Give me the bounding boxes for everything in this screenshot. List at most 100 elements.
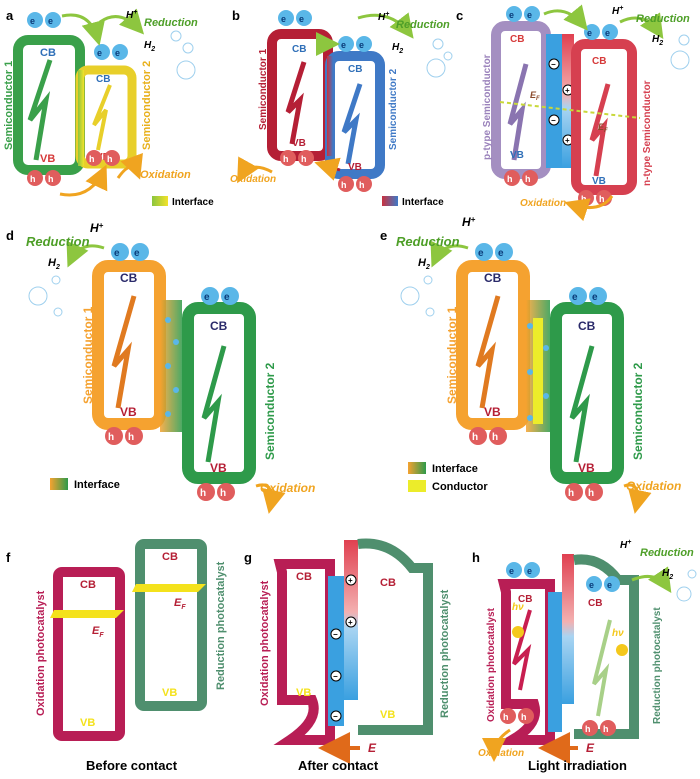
svg-text:h: h xyxy=(359,180,365,190)
vb-label: VB xyxy=(348,162,362,173)
svg-text:e: e xyxy=(592,292,598,303)
excitation-arrow xyxy=(201,345,227,463)
semiconductor-2-label: Semiconductor 2 xyxy=(141,61,153,150)
interface-legend-label: Interface xyxy=(172,197,214,208)
electron: e xyxy=(296,10,312,26)
svg-text:h: h xyxy=(472,432,478,443)
electric-field-label: E xyxy=(368,741,377,755)
svg-text:h: h xyxy=(503,712,509,722)
svg-text:e: e xyxy=(134,248,140,259)
panel-e: e CB VB CB VB Semiconductor 1 Semiconduc… xyxy=(380,215,681,514)
hole: h xyxy=(585,483,603,501)
oxidation-catalyst-band xyxy=(493,579,555,745)
reduction-arrow xyxy=(619,12,664,39)
oxidation-catalyst-frame xyxy=(53,567,125,741)
svg-text:h: h xyxy=(585,724,591,734)
svg-text:e: e xyxy=(30,16,35,26)
positive-charge: + xyxy=(562,134,574,146)
electron: e xyxy=(524,6,540,22)
cb-label: CB xyxy=(296,571,312,583)
hole: h xyxy=(27,170,43,186)
electron: e xyxy=(27,12,43,28)
electron-dot xyxy=(527,415,533,421)
interface-legend-swatch xyxy=(408,462,426,474)
semiconductor-1-label: Semiconductor 1 xyxy=(3,61,15,150)
excitation-arrow xyxy=(285,61,307,145)
after-contact-caption: After contact xyxy=(298,758,379,773)
negative-charge: − xyxy=(548,114,560,126)
fermi-level-label: EF xyxy=(598,122,608,134)
h2-label: H2 xyxy=(48,257,60,271)
bubble xyxy=(676,586,692,602)
cb-label: CB xyxy=(210,319,228,333)
panel-label-g: g xyxy=(244,550,252,565)
hole: h xyxy=(504,170,520,186)
hole: h xyxy=(104,150,120,166)
bubble xyxy=(678,34,690,46)
fermi-level-label: EF xyxy=(530,90,540,102)
svg-text:−: − xyxy=(551,60,556,69)
negative-charge: − xyxy=(548,58,560,70)
cb-label: CB xyxy=(120,271,138,285)
hole: h xyxy=(565,483,583,501)
vb-label: VB xyxy=(510,150,524,161)
electron-dot xyxy=(173,339,179,345)
bubble xyxy=(182,42,194,54)
reduction-label: Reduction xyxy=(636,13,690,25)
panel-c: c CB VB − − + + CB VB EF EF p-type Semic… xyxy=(456,4,690,222)
oxidation-catalyst-label: Oxidation photocatalyst xyxy=(35,590,47,716)
panel-label-a: a xyxy=(6,8,14,23)
electron: e xyxy=(602,24,618,40)
svg-text:h: h xyxy=(107,154,113,164)
semiconductor-1-frame xyxy=(456,260,530,430)
svg-text:h: h xyxy=(220,488,226,499)
vb-label: VB xyxy=(162,687,177,699)
bubble xyxy=(51,275,61,285)
hole: h xyxy=(500,708,516,724)
electron: e xyxy=(131,243,149,261)
hole: h xyxy=(469,427,487,445)
electron-dot xyxy=(527,369,533,375)
bubble xyxy=(53,307,63,317)
panel-d: d CB VB CB VB Semiconductor 1 Semiconduc… xyxy=(6,221,315,514)
oxidation-arrow xyxy=(623,483,652,514)
svg-text:+: + xyxy=(348,576,353,585)
cb-label: CB xyxy=(80,579,96,591)
panel-label-c: c xyxy=(456,8,463,23)
negative-charge: − xyxy=(330,670,342,682)
hole: h xyxy=(489,427,507,445)
semiconductor-2-frame xyxy=(182,302,256,484)
cb-label: CB xyxy=(380,577,396,589)
electron: e xyxy=(111,243,129,261)
electron: e xyxy=(584,24,600,40)
reduction-arrow xyxy=(99,8,145,35)
hole-transfer-arrow xyxy=(314,157,341,181)
semiconductor-2-label: Semiconductor 2 xyxy=(631,362,645,460)
semiconductor-1-label: Semiconductor 1 xyxy=(445,306,459,404)
sun-icon xyxy=(616,644,628,656)
reduction-catalyst-label: Reduction photocatalyst xyxy=(652,607,663,724)
electron: e xyxy=(524,562,540,578)
panel-b: b CB VB CB VB Semiconductor 1 Semiconduc… xyxy=(230,8,453,208)
oxidation-arrow xyxy=(237,156,273,184)
cb-label: CB xyxy=(96,74,110,85)
interface-strip xyxy=(327,56,333,156)
electric-field-label: E xyxy=(586,741,595,755)
svg-text:e: e xyxy=(607,580,612,590)
fermi-level-label: EF xyxy=(92,625,104,639)
electron: e xyxy=(506,562,522,578)
semiconductor-1-frame xyxy=(13,35,85,175)
electron-dot xyxy=(165,411,171,417)
semiconductor-2-frame xyxy=(550,302,624,484)
n-type-label: n-type Semiconductor xyxy=(642,80,653,186)
cb-label: CB xyxy=(588,598,602,609)
semiconductor-2-label: Semiconductor 2 xyxy=(388,68,399,150)
panel-g: g CB VB CB VB + + − − − Oxidation photoc… xyxy=(244,538,451,773)
hole: h xyxy=(105,427,123,445)
vb-label: VB xyxy=(40,153,55,165)
svg-text:h: h xyxy=(507,174,513,184)
svg-text:h: h xyxy=(568,488,574,499)
light-irradiation-caption: Light irradiation xyxy=(528,758,627,773)
reduction-catalyst-label: Reduction photocatalyst xyxy=(439,589,451,718)
proton-label: H+ xyxy=(612,5,623,17)
